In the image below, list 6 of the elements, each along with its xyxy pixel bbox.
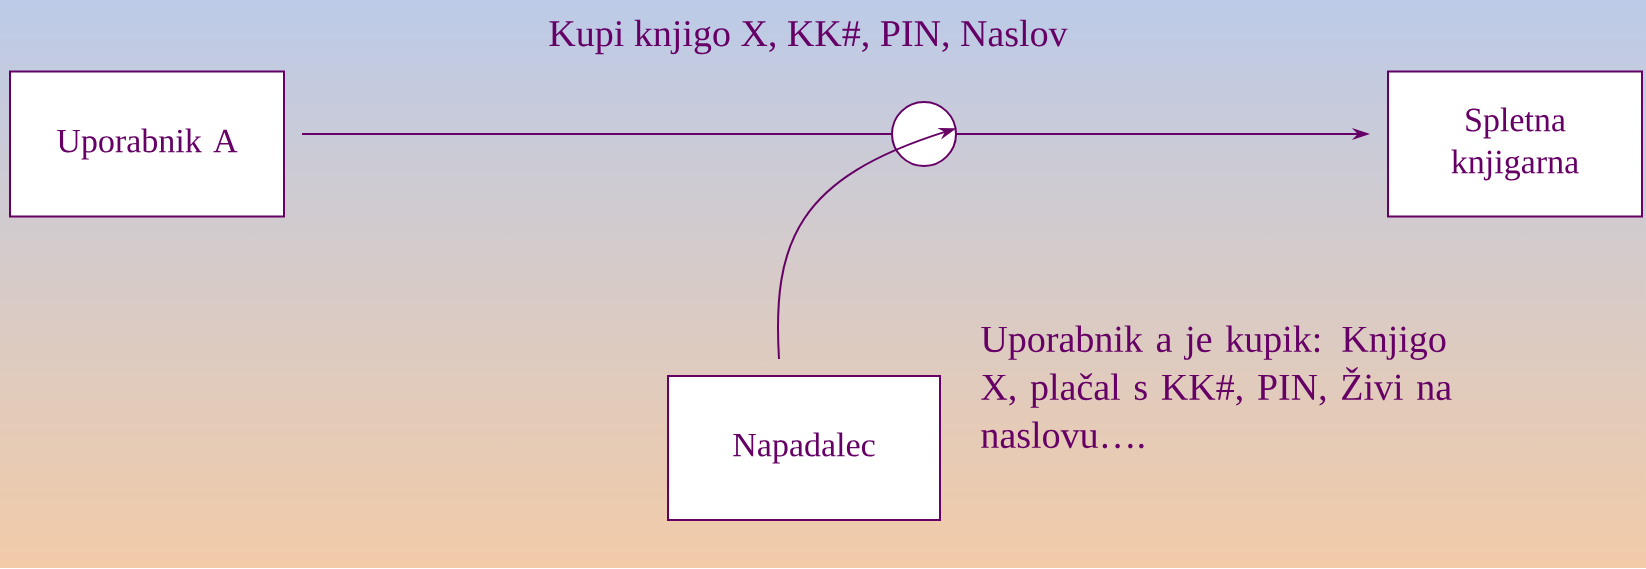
- note-text: Uporabnik a je kupik: Knjigo X, plačal s KK#, PIN, Živi na naslovu….: [981, 325, 1452, 449]
- process-box: Napadalec: [667, 375, 941, 521]
- message-label: Kupi knjigo X, KK#, PIN, Naslov: [549, 19, 1068, 55]
- process-box: Spletna knjigarna: [1387, 70, 1643, 218]
- process-box: Uporabnik A: [9, 70, 285, 218]
- circle-marker: [891, 101, 957, 167]
